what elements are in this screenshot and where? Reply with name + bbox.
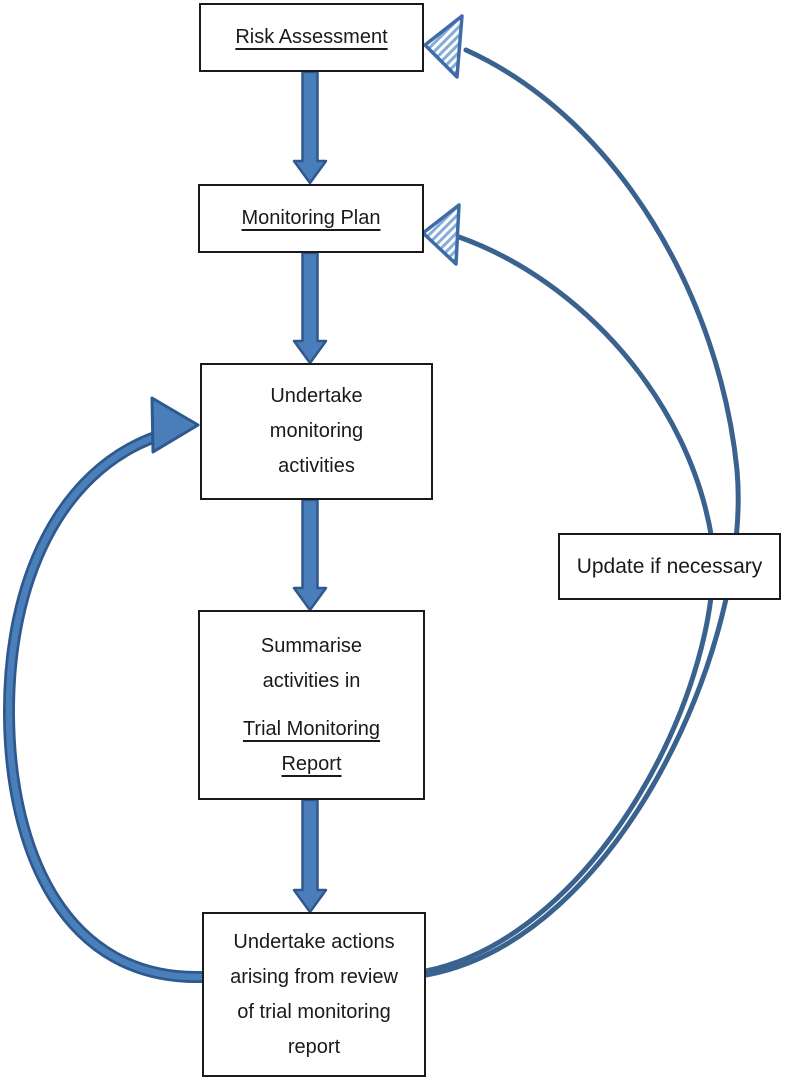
hatched-arrowhead-risk-icon — [423, 14, 464, 79]
node-undertake-actions: Undertake actions arising from review of… — [202, 912, 426, 1077]
node-summarise-line1: Summarise — [260, 634, 363, 657]
node-undertake-line1: Undertake — [270, 385, 363, 407]
node-risk-assessment-label: Risk Assessment — [235, 26, 388, 48]
loop-back-arrowhead-icon — [150, 396, 200, 454]
node-monitoring-plan-label: Monitoring Plan — [241, 207, 381, 229]
node-undertake-line2: monitoring — [269, 420, 364, 442]
node-actions-line3: of trial monitoring — [237, 1000, 391, 1023]
node-actions-line2: arising from review — [230, 965, 398, 988]
node-update-if-necessary: Update if necessary — [558, 533, 781, 600]
feedback-curve-to-monitoring-plan — [423, 234, 716, 974]
node-actions-line1: Undertake actions — [233, 930, 395, 953]
node-risk-assessment: Risk Assessment — [199, 3, 424, 72]
node-actions-line4: report — [287, 1035, 341, 1058]
node-update-label: Update if necessary — [576, 555, 763, 578]
hatched-arrowhead-plan-icon — [421, 203, 461, 266]
node-undertake-line3: activities — [278, 455, 355, 477]
flow-arrow-risk-to-plan-icon — [292, 70, 328, 185]
feedback-curve-to-risk-assessment — [423, 47, 741, 978]
flow-arrow-undertake-to-summarise-icon — [292, 498, 328, 612]
loop-back-curve-outline — [2, 431, 207, 984]
flow-arrow-plan-to-undertake-icon — [292, 251, 328, 365]
node-summarise-activities: Summarise activities in Trial Monitoring… — [198, 610, 425, 800]
node-undertake-monitoring-activities: Undertake monitoring activities — [200, 363, 433, 500]
node-summarise-line4: Report — [281, 752, 342, 775]
node-monitoring-plan: Monitoring Plan — [198, 184, 424, 253]
node-summarise-line3: Trial Monitoring — [242, 717, 381, 740]
node-summarise-line2: activities in — [262, 669, 361, 692]
flow-arrow-summarise-to-actions-icon — [292, 798, 328, 914]
loop-back-curve — [5, 433, 205, 981]
